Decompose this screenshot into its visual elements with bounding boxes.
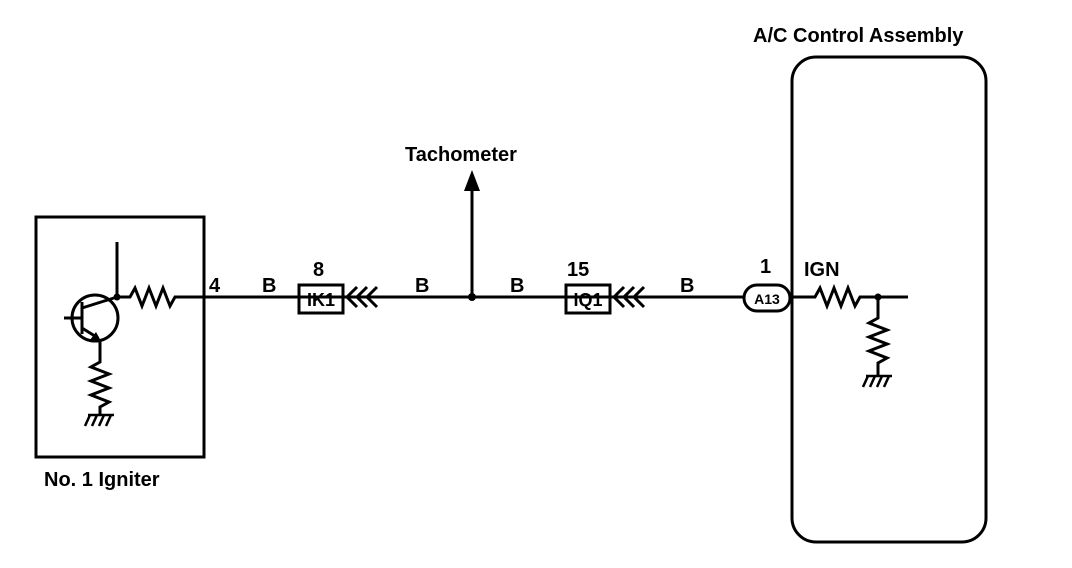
arrow-up-icon — [464, 170, 480, 191]
wire-color-label: B — [510, 275, 524, 297]
connector-a13-label: A13 — [754, 291, 780, 307]
transistor-symbol — [64, 242, 121, 343]
ac-pin-label: 1 — [760, 256, 771, 278]
igniter-box — [34, 215, 206, 459]
wire-color-label: B — [680, 275, 694, 297]
igniter-ground — [83, 340, 114, 427]
igniter-resistor — [117, 283, 204, 311]
connector-ik1-label: IK1 — [307, 290, 335, 310]
igniter-label: No. 1 Igniter — [44, 469, 160, 491]
ac-control-box — [790, 55, 988, 544]
connector-iq1-pin: 15 — [567, 259, 589, 281]
tachometer-branch — [464, 170, 480, 297]
ign-terminal-label: IGN — [804, 259, 840, 281]
ac-ign-resistor — [790, 283, 908, 311]
wire-color-label: B — [415, 275, 429, 297]
connector-iq1-label: IQ1 — [573, 290, 602, 310]
connector-iq1: IQ1 15 — [564, 259, 646, 315]
ac-control-label: A/C Control Assembly — [753, 25, 964, 47]
wire-color-label: B — [262, 275, 276, 297]
connector-ik1-pin: 8 — [313, 259, 324, 281]
ac-ground — [861, 297, 892, 388]
connector-a13: A13 — [742, 283, 792, 313]
connector-ik1: IK1 8 — [297, 259, 379, 315]
igniter-pin-label: 4 — [209, 275, 221, 297]
tachometer-label: Tachometer — [405, 144, 517, 166]
